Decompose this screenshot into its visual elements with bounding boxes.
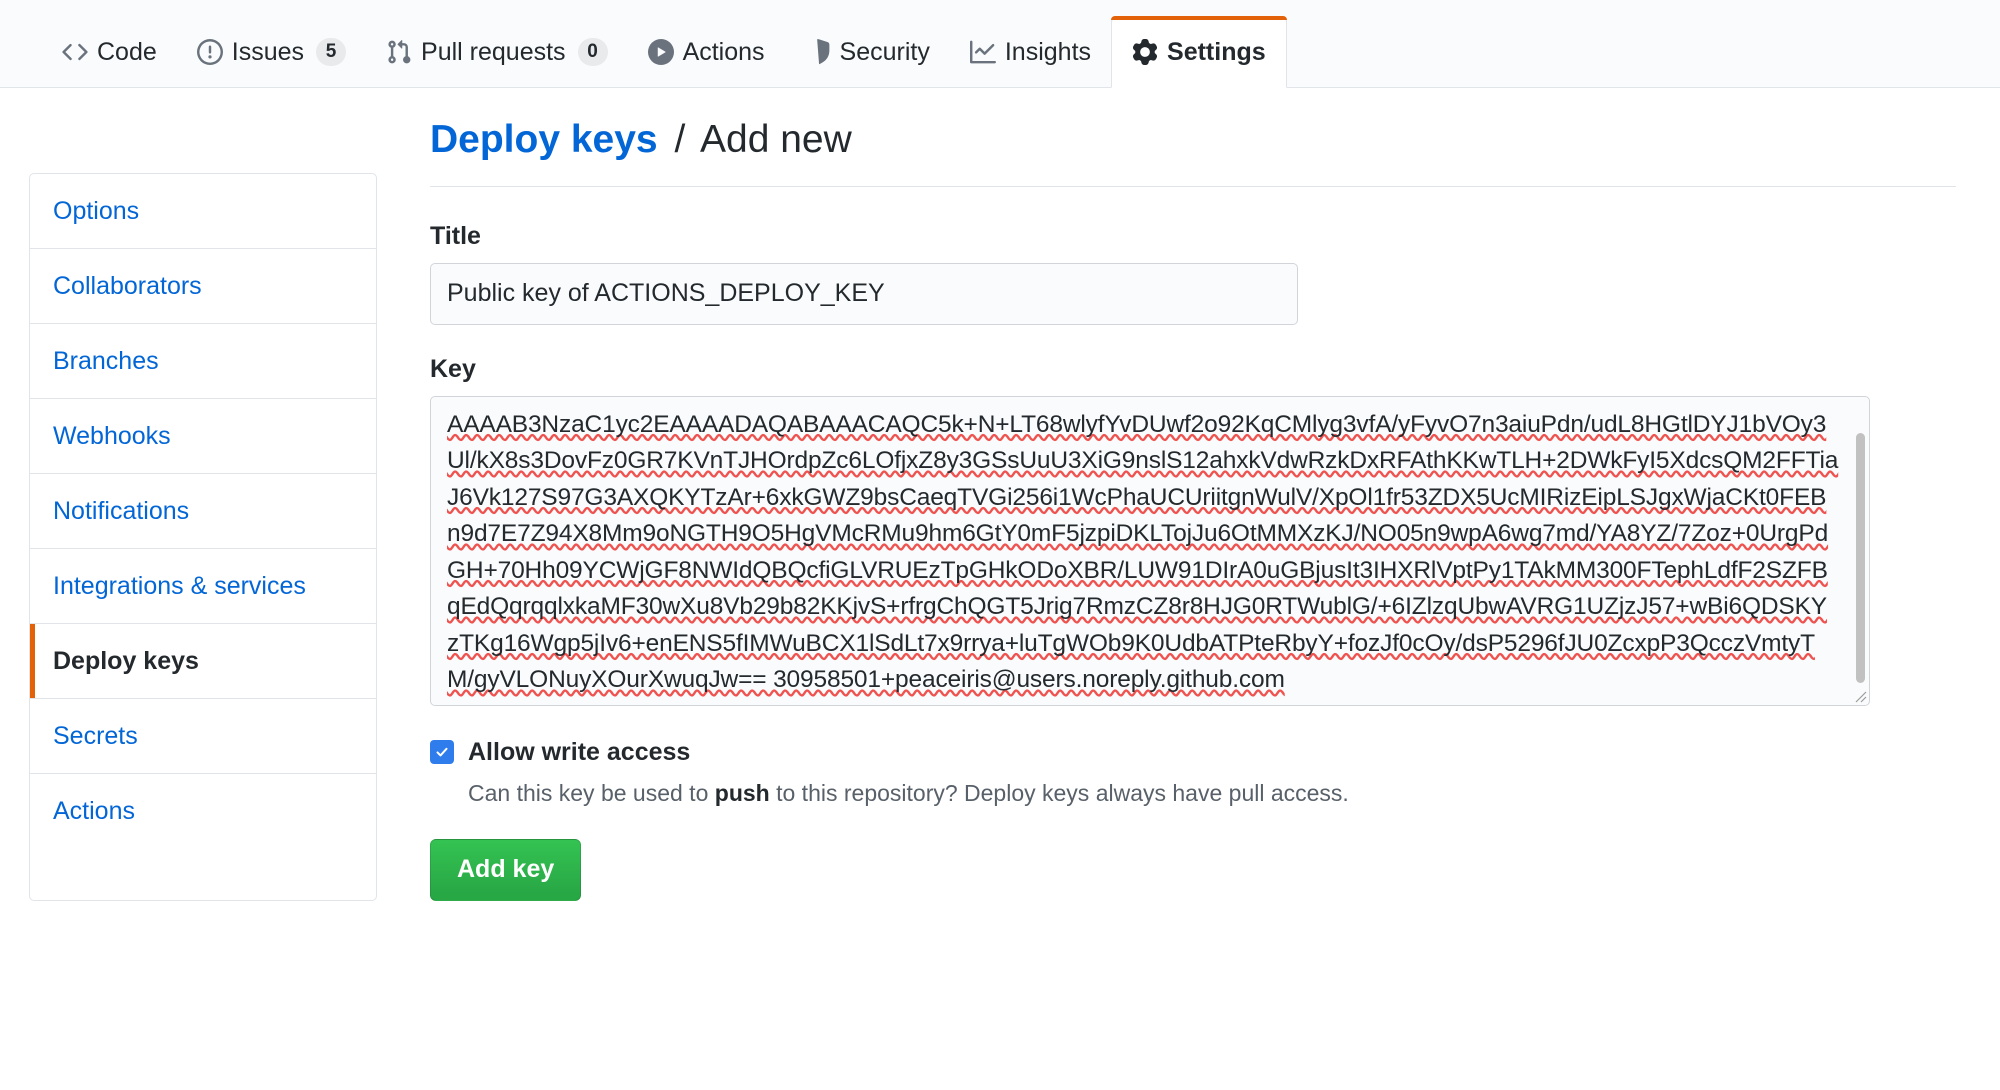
help-suffix: to this repository? Deploy keys always h… bbox=[769, 779, 1349, 806]
sidebar-item-notifications[interactable]: Notifications bbox=[30, 474, 376, 549]
sidebar-item-collaborators[interactable]: Collaborators bbox=[30, 249, 376, 324]
title-field-label: Title bbox=[430, 221, 481, 250]
sidebar-item-label: Branches bbox=[53, 346, 159, 375]
key-textarea-scrollbar[interactable] bbox=[1854, 398, 1867, 703]
sidebar-item-label: Notifications bbox=[53, 496, 190, 525]
main-content: Deploy keys / Add new Title Key AAAAB3Nz… bbox=[377, 117, 1966, 901]
add-key-button[interactable]: Add key bbox=[430, 838, 582, 901]
tab-settings-label: Settings bbox=[1167, 37, 1266, 66]
tab-issues-label: Issues bbox=[231, 37, 305, 66]
tab-security-label: Security bbox=[839, 37, 930, 66]
sidebar-item-integrations-services[interactable]: Integrations & services bbox=[30, 549, 376, 624]
sidebar-item-deploy-keys[interactable]: Deploy keys bbox=[30, 624, 376, 699]
pull-requests-count-badge: 0 bbox=[577, 38, 608, 66]
sidebar-item-options[interactable]: Options bbox=[30, 174, 376, 249]
sidebar-item-label: Collaborators bbox=[53, 271, 202, 300]
sidebar-item-label: Actions bbox=[53, 797, 135, 825]
play-icon bbox=[647, 39, 674, 65]
sidebar-item-secrets[interactable]: Secrets bbox=[30, 699, 376, 774]
sidebar-item-label: Options bbox=[53, 196, 140, 225]
tab-pull-requests-label: Pull requests bbox=[421, 37, 566, 66]
breadcrumb: Deploy keys / Add new bbox=[430, 117, 1956, 187]
key-field-label: Key bbox=[430, 354, 476, 383]
issue-opened-icon bbox=[196, 39, 223, 65]
tab-insights[interactable]: Insights bbox=[950, 16, 1111, 88]
sidebar-item-label: Deploy keys bbox=[53, 646, 199, 675]
tab-settings[interactable]: Settings bbox=[1111, 16, 1287, 88]
breadcrumb-current: Add new bbox=[700, 118, 852, 161]
key-textarea[interactable]: AAAAB3NzaC1yc2EAAAADAQABAAACAQC5k+N+LT68… bbox=[447, 410, 1839, 694]
settings-sidebar: Options Collaborators Branches Webhooks … bbox=[29, 173, 377, 901]
sidebar-item-label: Secrets bbox=[53, 721, 138, 750]
title-input[interactable] bbox=[430, 262, 1298, 325]
sidebar-item-webhooks[interactable]: Webhooks bbox=[30, 399, 376, 474]
repo-nav: Code Issues 5 Pull requests 0 Actions Se… bbox=[0, 0, 2000, 88]
allow-write-access-help: Can this key be used to push to this rep… bbox=[468, 777, 1956, 809]
graph-icon bbox=[969, 39, 996, 65]
sidebar-item-label: Webhooks bbox=[53, 421, 171, 450]
sidebar-item-label: Integrations & services bbox=[53, 571, 306, 600]
page-body: Options Collaborators Branches Webhooks … bbox=[0, 88, 2000, 901]
allow-write-access-row[interactable]: Allow write access bbox=[430, 738, 1956, 767]
tab-issues[interactable]: Issues 5 bbox=[177, 16, 366, 88]
code-icon bbox=[62, 39, 88, 65]
allow-write-access-label[interactable]: Allow write access bbox=[468, 737, 691, 766]
issues-count-badge: 5 bbox=[316, 38, 347, 66]
tab-pull-requests[interactable]: Pull requests 0 bbox=[366, 16, 628, 88]
tab-actions[interactable]: Actions bbox=[628, 16, 785, 88]
tab-code-label: Code bbox=[97, 37, 157, 66]
tab-security[interactable]: Security bbox=[785, 16, 950, 88]
help-prefix: Can this key be used to bbox=[468, 779, 715, 806]
breadcrumb-deploy-keys-link[interactable]: Deploy keys bbox=[430, 118, 658, 161]
gear-icon bbox=[1132, 39, 1158, 65]
sidebar-item-actions[interactable]: Actions bbox=[30, 774, 376, 849]
scrollbar-thumb[interactable] bbox=[1856, 432, 1865, 683]
help-bold-push: push bbox=[714, 779, 770, 806]
tab-actions-label: Actions bbox=[682, 37, 765, 66]
tab-insights-label: Insights bbox=[1004, 37, 1092, 66]
shield-icon bbox=[805, 39, 831, 65]
breadcrumb-separator: / bbox=[674, 118, 686, 161]
key-textarea-wrapper[interactable]: AAAAB3NzaC1yc2EAAAADAQABAAACAQC5k+N+LT68… bbox=[430, 395, 1870, 706]
git-pull-request-icon bbox=[386, 39, 412, 65]
tab-code[interactable]: Code bbox=[42, 16, 177, 88]
sidebar-item-branches[interactable]: Branches bbox=[30, 324, 376, 399]
allow-write-access-checkbox[interactable] bbox=[430, 740, 454, 765]
